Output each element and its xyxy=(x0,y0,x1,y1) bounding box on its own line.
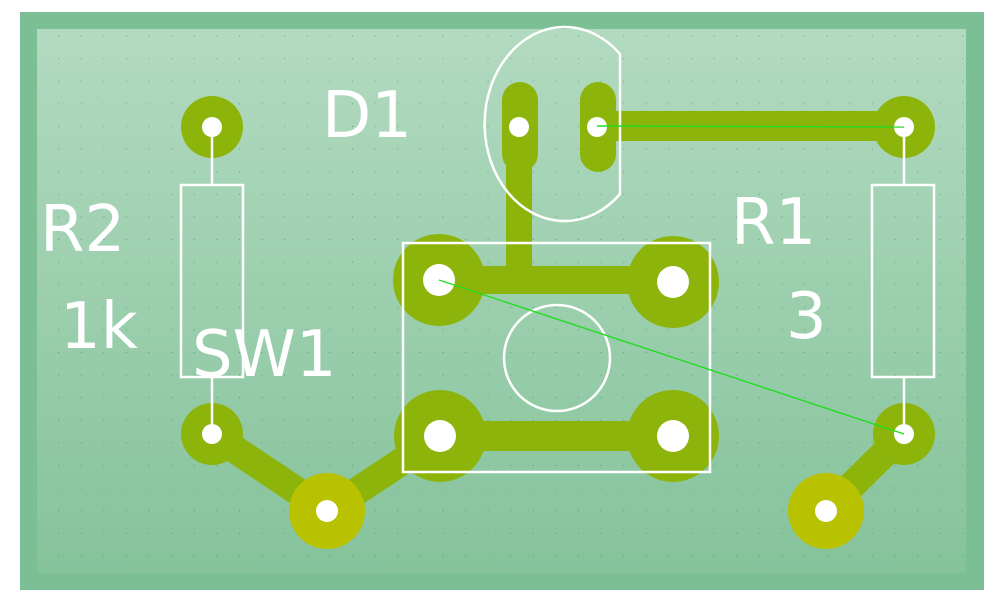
sw1-outline xyxy=(401,241,712,474)
sw1-hole-bottom-right xyxy=(657,420,689,452)
r2-hole-bottom xyxy=(202,424,222,444)
d1-hole-cathode xyxy=(509,117,529,137)
sw1-button-outline xyxy=(502,303,612,413)
r2-label: R2 xyxy=(40,193,125,267)
sw1-hole-bottom-left xyxy=(424,420,456,452)
sw1-hole-top-right xyxy=(657,266,689,298)
via-left-hole xyxy=(316,500,338,522)
r2-hole-top xyxy=(202,117,222,137)
r2-pads xyxy=(181,96,243,465)
ratsnest xyxy=(438,125,905,435)
r1-value-label: 3 xyxy=(786,280,827,354)
r1-label: R1 xyxy=(731,186,816,260)
airwire-sw1-r1 xyxy=(438,279,905,435)
airwire-d1-r1 xyxy=(596,125,905,128)
vias xyxy=(289,473,864,549)
sw1-label: SW1 xyxy=(192,318,337,392)
d1-pads xyxy=(502,82,616,172)
via-right-hole xyxy=(815,500,837,522)
d1-hole-anode xyxy=(587,117,607,137)
r2-value-label: 1k xyxy=(60,290,138,364)
d1-label: D1 xyxy=(322,79,412,153)
silkscreen xyxy=(179,25,936,474)
d1-outline xyxy=(483,25,622,223)
